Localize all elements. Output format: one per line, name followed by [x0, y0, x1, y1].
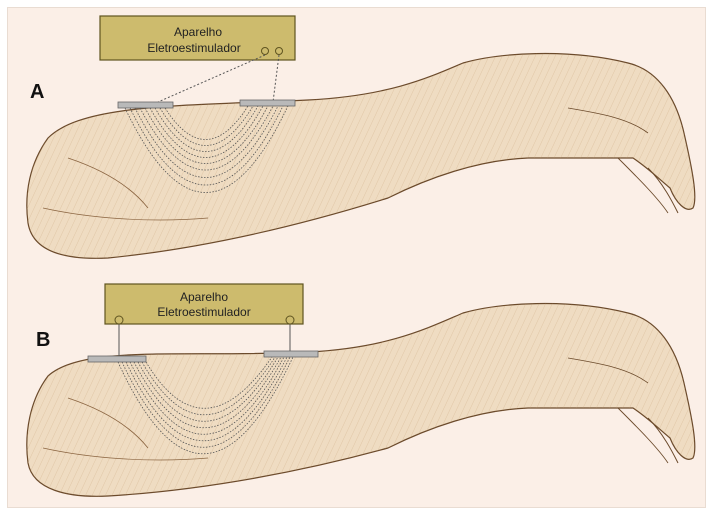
panel-b: Aparelho Eletroestimulador — [27, 284, 695, 496]
electrode-pad-icon — [88, 356, 146, 362]
electrode-placement-figure: Aparelho Eletroestimulador — [8, 8, 705, 507]
device-box-a: Aparelho Eletroestimulador — [100, 16, 295, 60]
figure-canvas: Aparelho Eletroestimulador — [8, 8, 705, 507]
device-label-line1-a: Aparelho — [174, 25, 222, 39]
device-label-line2-b: Eletroestimulador — [157, 305, 250, 319]
panel-a: Aparelho Eletroestimulador — [27, 16, 695, 258]
device-box-b: Aparelho Eletroestimulador — [105, 284, 303, 324]
electrode-pad-icon — [118, 102, 173, 108]
panel-letter-a: A — [30, 81, 44, 103]
forearm-illustration-b — [27, 304, 695, 497]
connector-terminal-icon — [115, 316, 123, 324]
connector-terminal-icon — [262, 48, 269, 55]
panel-letter-b: B — [36, 329, 50, 351]
forearm-illustration-a — [27, 54, 695, 259]
electrode-pad-icon — [240, 100, 295, 106]
connector-terminal-icon — [286, 316, 294, 324]
electrode-pad-icon — [264, 351, 318, 357]
device-label-line1-b: Aparelho — [180, 290, 228, 304]
lead-wires-a — [158, 55, 279, 102]
connector-terminal-icon — [276, 48, 283, 55]
device-label-line2-a: Eletroestimulador — [147, 41, 240, 55]
